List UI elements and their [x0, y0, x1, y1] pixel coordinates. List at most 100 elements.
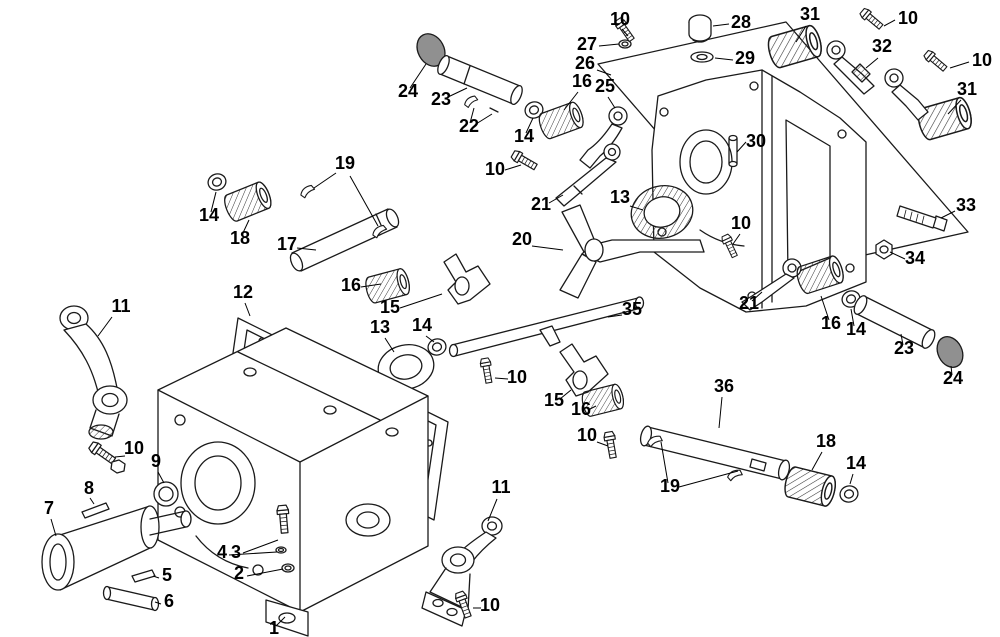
- input-shaft-7: [41, 505, 192, 591]
- part-label-15: 15: [544, 390, 564, 410]
- leader-line: [313, 172, 337, 189]
- part-label-10: 10: [485, 159, 505, 179]
- part-label-33: 33: [956, 195, 976, 215]
- leader-line: [718, 396, 723, 429]
- part-label-6: 6: [164, 591, 174, 611]
- bearing-31-top: [764, 23, 825, 70]
- part-label-17: 17: [277, 234, 297, 254]
- part-label-32: 32: [872, 36, 892, 56]
- part-label-13: 13: [610, 187, 630, 207]
- part-label-36: 36: [714, 376, 734, 396]
- part-label-31: 31: [957, 79, 977, 99]
- stud-30: [728, 134, 738, 168]
- bearing-18-upper: [221, 179, 275, 224]
- nut-10-left: [110, 459, 126, 474]
- leader-line: [607, 314, 623, 318]
- leader-line: [114, 455, 126, 458]
- leader-line: [531, 245, 564, 251]
- part-label-21: 21: [739, 293, 759, 313]
- leader-line: [275, 616, 286, 627]
- leader-line: [384, 337, 395, 353]
- part-label-31: 31: [800, 4, 820, 24]
- bearing-16-top: [535, 100, 587, 141]
- part-label-35: 35: [622, 299, 642, 319]
- leader-line: [621, 28, 629, 37]
- part-label-4: 4: [217, 542, 227, 562]
- part-label-1: 1: [269, 618, 279, 637]
- part-label-10: 10: [731, 213, 751, 233]
- part-label-10: 10: [507, 367, 527, 387]
- leader-line: [947, 99, 962, 115]
- part-label-9: 9: [151, 451, 161, 471]
- part-label-11: 11: [491, 477, 510, 497]
- bolt-10-topright-b: [922, 48, 949, 74]
- leader-line: [598, 43, 620, 47]
- washer-27: [618, 39, 632, 49]
- leader-line: [475, 113, 493, 125]
- part-label-27: 27: [577, 34, 597, 54]
- bolt-33: [896, 205, 948, 232]
- key-8: [81, 502, 110, 519]
- part-label-23: 23: [431, 89, 451, 109]
- cap-24-right: [936, 336, 964, 368]
- leader-line: [548, 194, 564, 204]
- part-label-14: 14: [514, 126, 534, 146]
- key-22-slot: [489, 107, 499, 113]
- leader-line: [607, 96, 616, 109]
- lever-21-right: [741, 258, 802, 311]
- leader-line: [360, 283, 382, 288]
- leader-line: [504, 164, 522, 171]
- part-label-18: 18: [816, 431, 836, 451]
- leader-line: [820, 295, 830, 321]
- part-label-19: 19: [660, 476, 680, 496]
- part-label-11: 11: [111, 296, 130, 316]
- ring-29: [690, 51, 714, 63]
- leader-line: [89, 497, 95, 505]
- leader-line: [732, 233, 741, 245]
- nut-34: [875, 239, 893, 260]
- part-label-3: 3: [231, 542, 241, 562]
- washer-14-lowerright: [837, 483, 861, 505]
- leader-line: [525, 117, 534, 134]
- part-label-24: 24: [398, 81, 418, 101]
- part-label-10: 10: [480, 595, 500, 615]
- leader-line: [751, 291, 763, 302]
- shaft-17: [289, 208, 400, 272]
- part-label-10: 10: [124, 438, 144, 458]
- leader-line: [563, 91, 579, 111]
- leader-line: [50, 518, 57, 537]
- part-label-14: 14: [846, 453, 866, 473]
- leader-line: [152, 575, 160, 579]
- part-label-16: 16: [341, 275, 361, 295]
- leader-line: [889, 251, 906, 260]
- leader-line: [246, 568, 284, 577]
- leader-line: [950, 365, 953, 376]
- part-label-26: 26: [575, 53, 595, 73]
- shift-fork-20: [559, 204, 705, 299]
- part-label-16: 16: [572, 71, 592, 91]
- leader-line: [587, 405, 597, 411]
- leader-line: [795, 25, 807, 43]
- leader-line: [244, 302, 251, 317]
- leader-line: [228, 551, 278, 556]
- leader-line: [596, 441, 609, 447]
- leader-line: [210, 191, 217, 213]
- part-label-10: 10: [972, 50, 992, 70]
- part-label-10: 10: [610, 9, 630, 29]
- leader-line: [559, 389, 572, 400]
- part-label-28: 28: [731, 12, 751, 32]
- leader-line: [241, 219, 250, 236]
- leader-line: [736, 141, 747, 153]
- part-label-20: 20: [512, 229, 532, 249]
- leader-line: [469, 107, 475, 124]
- part-label-14: 14: [846, 319, 866, 339]
- part-label-5: 5: [162, 565, 172, 585]
- leader-line: [629, 205, 644, 211]
- leader-line: [399, 293, 443, 309]
- part-label-24: 24: [943, 368, 963, 388]
- fork-15-upper: [443, 253, 491, 305]
- part-label-19: 19: [335, 153, 355, 173]
